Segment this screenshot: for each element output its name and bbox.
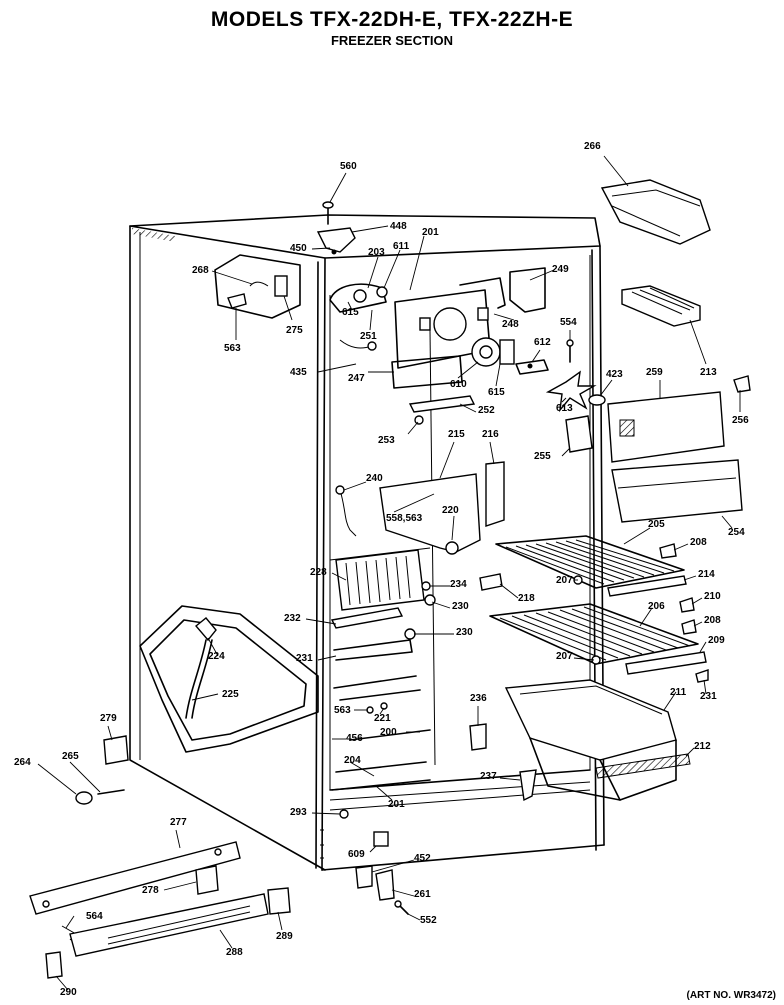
- part-label-435: 435: [290, 367, 307, 378]
- diagram-subtitle: FREEZER SECTION: [330, 33, 454, 48]
- part-label-450: 450: [290, 243, 307, 254]
- part-label-552: 552: [420, 915, 437, 926]
- leader-lines: [37, 155, 741, 991]
- part-label-290: 290: [60, 987, 77, 998]
- art-number: (ART NO. WR3472): [686, 990, 776, 1001]
- part-label-564: 564: [86, 911, 103, 922]
- part-label-230-lower: 230: [456, 627, 473, 638]
- part-label-266: 266: [584, 141, 601, 152]
- part-label-254: 254: [728, 527, 745, 538]
- part-label-563-lower: 563: [334, 705, 351, 716]
- part-label-610: 610: [450, 379, 467, 390]
- part-label-560: 560: [340, 161, 357, 172]
- part-label-423: 423: [606, 369, 623, 380]
- part-label-611: 611: [393, 241, 410, 252]
- part-label-231: 231: [296, 653, 313, 664]
- part-label-208: 208: [690, 537, 707, 548]
- part-label-279: 279: [100, 713, 117, 724]
- part-label-609: 609: [348, 849, 365, 860]
- part-label-251: 251: [360, 331, 377, 342]
- part-label-268: 268: [192, 265, 209, 276]
- part-label-234: 234: [450, 579, 467, 590]
- part-label-201-lower: 201: [388, 799, 405, 810]
- part-label-203: 203: [368, 247, 385, 258]
- part-label-264: 264: [14, 757, 31, 768]
- part-label-225: 225: [222, 689, 239, 700]
- part-label-563: 563: [224, 343, 241, 354]
- part-label-613: 613: [556, 403, 573, 414]
- part-label-253: 253: [378, 435, 395, 446]
- part-label-211: 211: [670, 687, 687, 698]
- part-label-220: 220: [442, 505, 459, 516]
- part-label-261: 261: [414, 889, 431, 900]
- part-label-218: 218: [518, 593, 535, 604]
- part-label-256: 256: [732, 415, 749, 426]
- part-label-207: 207: [556, 575, 573, 586]
- part-label-224: 224: [208, 651, 225, 662]
- part-label-228: 228: [310, 567, 327, 578]
- part-label-612: 612: [534, 337, 551, 348]
- part-label-252: 252: [478, 405, 495, 416]
- part-label-213: 213: [700, 367, 717, 378]
- wire-shelves: [489, 535, 709, 683]
- ice-bucket-area: [565, 179, 751, 523]
- part-label-558-563: 558,563: [386, 513, 423, 524]
- part-label-448: 448: [390, 221, 407, 232]
- part-label-209: 209: [708, 635, 725, 646]
- part-label-221: 221: [374, 713, 391, 724]
- diagram-title: MODELS TFX-22DH-E, TFX-22ZH-E: [210, 8, 574, 31]
- part-label-265: 265: [62, 751, 79, 762]
- part-label-288: 288: [226, 947, 243, 958]
- part-label-278: 278: [142, 885, 159, 896]
- part-label-277: 277: [170, 817, 187, 828]
- part-label-206: 206: [648, 601, 665, 612]
- part-label-207-lower: 207: [556, 651, 573, 662]
- part-label-259: 259: [646, 367, 663, 378]
- part-label-615-right: 615: [488, 387, 505, 398]
- part-label-201: 201: [422, 227, 439, 238]
- part-label-275: 275: [286, 325, 303, 336]
- control-bracket: [214, 201, 606, 425]
- part-label-554: 554: [560, 317, 577, 328]
- part-label-615: 615: [342, 307, 359, 318]
- part-label-230: 230: [452, 601, 469, 612]
- part-label-293: 293: [290, 807, 307, 818]
- part-label-210: 210: [704, 591, 721, 602]
- part-label-204: 204: [344, 755, 361, 766]
- part-label-216: 216: [482, 429, 499, 440]
- part-label-237: 237: [480, 771, 497, 782]
- part-label-255: 255: [534, 451, 551, 462]
- part-label-249: 249: [552, 264, 569, 275]
- part-label-232: 232: [284, 613, 301, 624]
- part-label-236: 236: [470, 693, 487, 704]
- part-label-289: 289: [276, 931, 293, 942]
- evaporator-area: [330, 461, 505, 791]
- part-label-214: 214: [698, 569, 715, 580]
- icemaker-chute: [139, 605, 319, 753]
- part-label-248: 248: [502, 319, 519, 330]
- part-label-200: 200: [380, 727, 397, 738]
- part-label-452: 452: [414, 853, 431, 864]
- small-hardware: [29, 723, 537, 979]
- part-label-247: 247: [348, 373, 365, 384]
- part-label-456: 456: [346, 733, 363, 744]
- freezer-basket: [504, 679, 691, 801]
- part-label-212: 212: [694, 741, 711, 752]
- part-label-208-lower: 208: [704, 615, 721, 626]
- part-label-231-right: 231: [700, 691, 717, 702]
- part-label-215: 215: [448, 429, 465, 440]
- part-label-240: 240: [366, 473, 383, 484]
- part-label-205: 205: [648, 519, 665, 530]
